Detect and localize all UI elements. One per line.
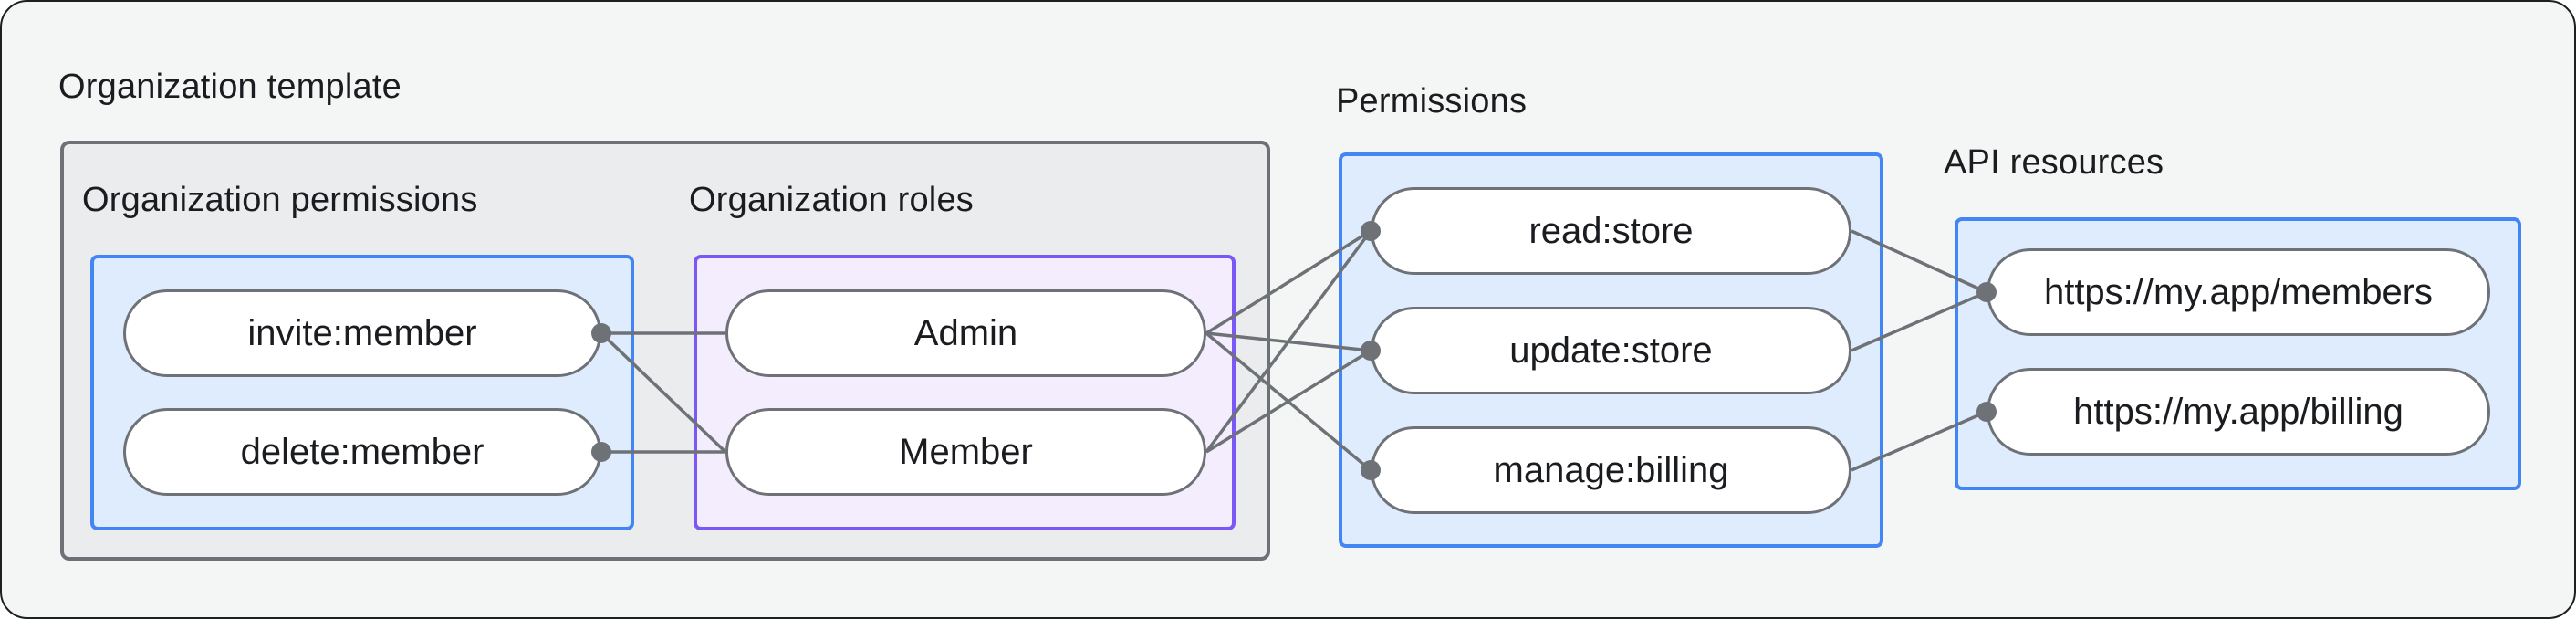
- organization-template-heading: Organization template: [58, 68, 402, 106]
- node-billing-api-resource: https://my.app/billing: [1987, 368, 2490, 456]
- node-delete-member: delete:member: [123, 408, 601, 496]
- organization-roles-heading: Organization roles: [689, 181, 974, 219]
- organization-permissions-heading: Organization permissions: [82, 181, 478, 219]
- node-update-store-permission: update:store: [1371, 307, 1851, 394]
- permissions-heading: Permissions: [1336, 82, 1528, 121]
- node-manage-billing-permission: manage:billing: [1371, 426, 1851, 514]
- node-members-api-resource: https://my.app/members: [1987, 248, 2490, 336]
- node-member-role: Member: [725, 408, 1206, 496]
- api-resources-heading: API resources: [1944, 143, 2164, 182]
- node-admin-role: Admin: [725, 289, 1206, 377]
- node-read-store-permission: read:store: [1371, 187, 1851, 275]
- node-invite-member: invite:member: [123, 289, 601, 377]
